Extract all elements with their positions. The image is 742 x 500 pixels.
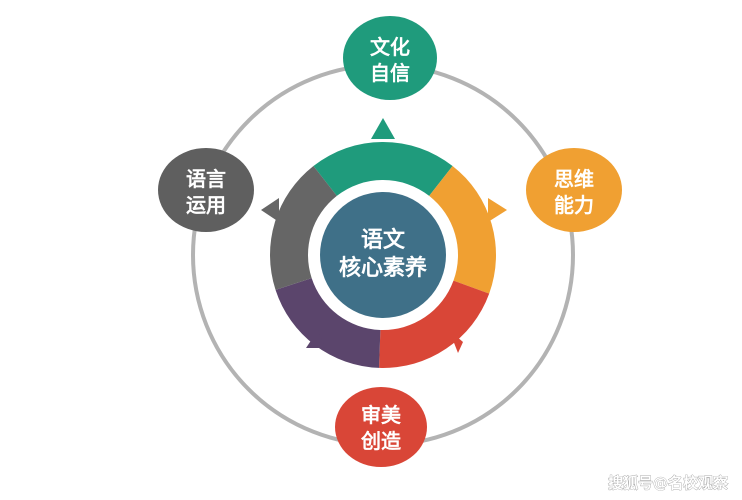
node-culture-circle <box>343 16 437 100</box>
ring-segment-bottom-left <box>275 278 381 368</box>
node-culture-line1: 文化 <box>370 35 410 59</box>
ring-segment-left <box>269 165 337 290</box>
ring-arrow-tip-bottom-left <box>306 330 325 348</box>
node-thinking: 思维 能力 <box>526 148 622 232</box>
node-culture-line2: 自信 <box>370 61 410 85</box>
ring-arrow-tip-top <box>371 118 395 139</box>
node-thinking-line1: 思维 <box>554 167 594 191</box>
center-circle <box>320 192 446 318</box>
node-culture: 文化 自信 <box>343 16 437 100</box>
ring-arrow-tip-right <box>488 198 507 222</box>
node-thinking-line2: 能力 <box>554 193 594 217</box>
node-aesthetic-circle <box>335 387 427 467</box>
node-aesthetic-line2: 创造 <box>360 429 402 453</box>
center-label-line2: 核心素养 <box>339 255 427 281</box>
ring-segment-right <box>429 165 497 294</box>
ring-segment-top <box>313 142 453 196</box>
ring-arrow-tip-bottom-right <box>449 330 463 353</box>
segmented-ring <box>261 118 507 368</box>
node-language-line1: 语言 <box>186 167 226 191</box>
node-language: 语言 运用 <box>158 148 254 232</box>
node-language-line2: 运用 <box>186 193 226 217</box>
node-aesthetic-line1: 审美 <box>361 403 402 427</box>
ring-segment-bottom-right <box>379 280 490 368</box>
node-language-circle <box>158 148 254 232</box>
center-label-line1: 语文 <box>361 227 406 253</box>
ring-arrow-tip-left <box>261 198 279 222</box>
node-thinking-circle <box>526 148 622 232</box>
watermark: 搜狐号@名校观察 <box>608 474 729 492</box>
node-aesthetic: 审美 创造 <box>335 387 427 467</box>
